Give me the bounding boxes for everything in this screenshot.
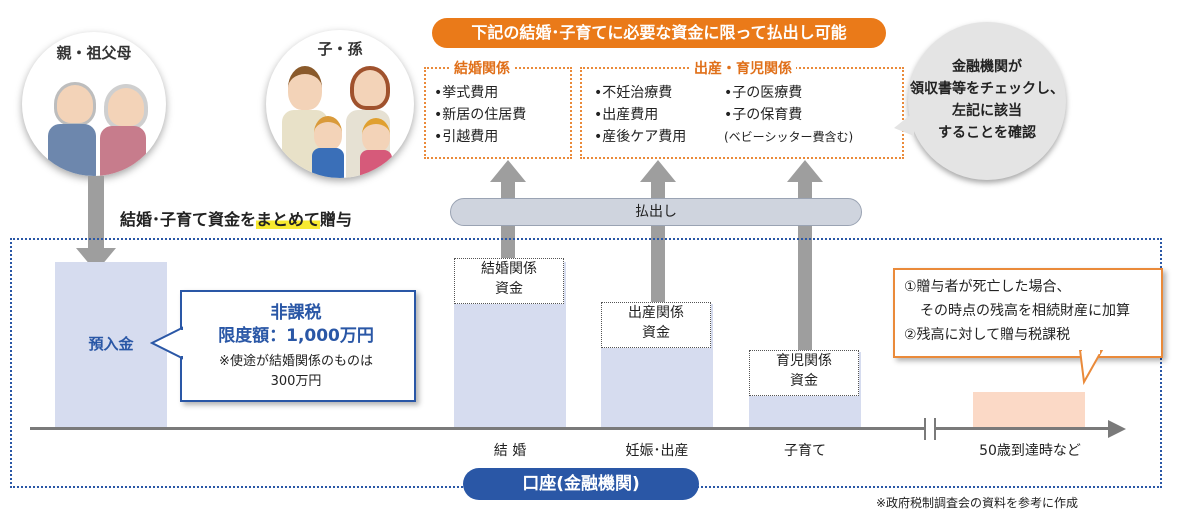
- remaining-balance-bar: [973, 392, 1085, 428]
- list-item: •新居の住居費: [434, 107, 527, 123]
- axis-label-age50: 50歳到達時など: [979, 443, 1081, 459]
- childcare-fund-label: 育児関係 資金: [749, 350, 859, 396]
- deposit-label: 預入金: [88, 335, 134, 353]
- marriage-expenses-list: •挙式費用 •新居の住居費 •引越費用: [434, 82, 526, 148]
- tax-free-callout: [180, 290, 416, 402]
- bank-check-pointer: [894, 112, 914, 136]
- tax-free-note-1: ※使途が結婚関係のものは: [219, 354, 373, 369]
- gift-arrow-shaft: [88, 176, 104, 254]
- tax-free-note-2: 300万円: [270, 374, 322, 389]
- boy-body: [312, 148, 344, 178]
- withdrawal-pill: 払出し: [450, 198, 862, 226]
- end-note-line-3: ②残高に対して贈与税課税: [904, 327, 1071, 343]
- children-label: 子・孫: [317, 40, 363, 58]
- axis-label-childcare: 子育て: [784, 443, 826, 459]
- bank-check-circle: 金融機関が 領収書等をチェックし、 左記に該当 することを確認: [908, 22, 1066, 180]
- timeline-arrow-head: [1108, 420, 1126, 438]
- children-circle: 子・孫: [266, 30, 414, 178]
- boy-figure: [314, 116, 342, 150]
- deposit-bar: [55, 262, 167, 428]
- axis-label-birth: 妊娠･出産: [625, 443, 689, 459]
- end-note-line-1: ①贈与者が死亡した場合、: [904, 279, 1071, 295]
- birth-box-title: 出産・育児関係: [690, 58, 796, 78]
- list-item: •子の保育費: [724, 107, 803, 123]
- bank-check-text: 金融機関が 領収書等をチェックし、 左記に該当 することを確認: [910, 59, 1064, 141]
- birth-expenses-list: •不妊治療費 •出産費用 •産後ケア費用: [594, 82, 686, 148]
- grandmother-body: [100, 126, 146, 176]
- birth-withdraw-arrow-head: [640, 160, 676, 182]
- axis-label-marriage: 結 婚: [493, 443, 527, 459]
- top-banner: 下記の結婚･子育てに必要な資金に限って払出し可能: [432, 18, 886, 48]
- account-label: 口座(金融機関): [463, 468, 699, 500]
- grandmother-figure: [104, 84, 148, 130]
- list-item: •引越費用: [434, 129, 499, 145]
- list-item: (ベビーシッター費含む): [724, 130, 854, 144]
- source-note: ※政府税制調査会の資料を参考に作成: [876, 496, 1079, 510]
- grandparents-label: 親・祖父母: [56, 44, 132, 62]
- list-item: •産後ケア費用: [594, 129, 687, 145]
- gift-text-highlight: まとめて: [256, 210, 321, 229]
- tax-free-limit: 限度額：1,000万円: [218, 326, 374, 346]
- birth-fund-label: 出産関係 資金: [601, 302, 711, 348]
- girl-body: [360, 150, 392, 178]
- list-item: •不妊治療費: [594, 85, 673, 101]
- marriage-fund-label: 結婚関係 資金: [454, 258, 564, 304]
- grandfather-figure: [54, 82, 96, 126]
- end-note-callout: [893, 268, 1163, 358]
- grandparents-circle: 親・祖父母: [22, 32, 166, 176]
- father-figure: [288, 66, 322, 110]
- list-item: •子の医療費: [724, 85, 803, 101]
- marriage-withdraw-arrow-head: [490, 160, 526, 182]
- gift-arrow-head: [76, 248, 116, 272]
- end-note-callout-pointer: [1078, 350, 1104, 386]
- timeline-break: [924, 418, 936, 440]
- grandfather-body: [48, 124, 96, 176]
- childcare-withdraw-arrow-head: [787, 160, 823, 182]
- end-note-line-2: その時点の残高を相続財産に加算: [920, 303, 1130, 319]
- tax-free-callout-pointer: [150, 326, 184, 360]
- mother-figure: [350, 66, 390, 110]
- list-item: •挙式費用: [434, 85, 499, 101]
- list-item: •出産費用: [594, 107, 659, 123]
- marriage-box-title: 結婚関係: [450, 58, 514, 78]
- childcare-expenses-list: •子の医療費 •子の保育費 (ベビーシッター費含む): [724, 82, 853, 148]
- tax-free-title: 非課税: [270, 303, 322, 323]
- timeline-axis: [30, 427, 1112, 430]
- girl-figure: [362, 118, 390, 152]
- gift-text: 結婚･子育て資金をまとめて贈与: [120, 210, 353, 229]
